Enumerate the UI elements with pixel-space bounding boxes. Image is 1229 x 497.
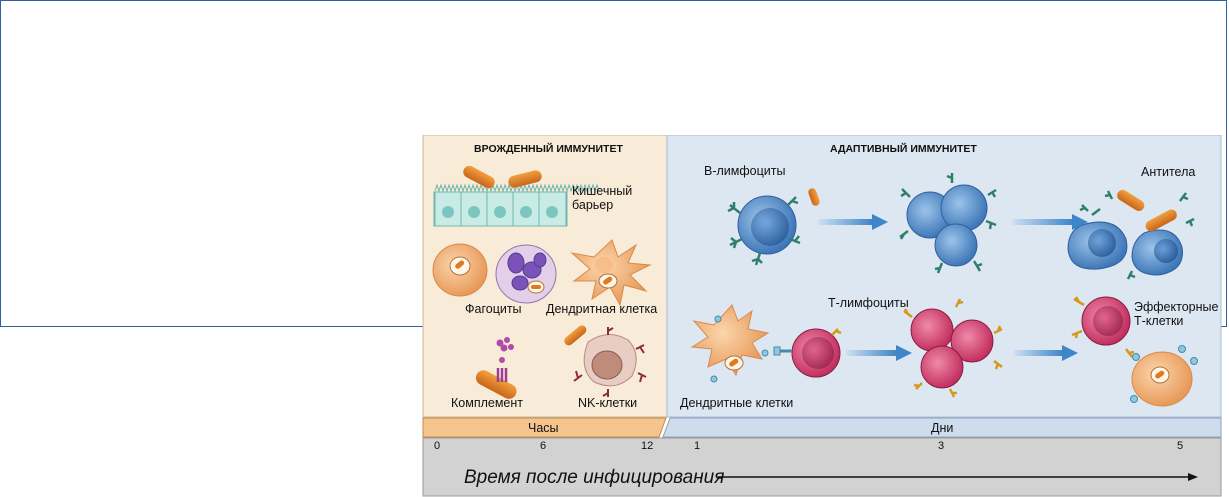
hours-band — [422, 417, 667, 438]
tick-days-3: 3 — [938, 440, 945, 452]
tick-hours-6: 6 — [540, 440, 547, 452]
b-lymphocyte-illustration — [727, 188, 820, 266]
tick-hours-0: 0 — [434, 440, 441, 452]
phagocytes-label: Фагоциты — [465, 302, 522, 316]
b-lymphocytes-label: В-лимфоциты — [704, 164, 786, 178]
tick-days-1: 1 — [694, 440, 701, 452]
days-band — [662, 417, 1222, 438]
adaptive-dendritic-cell-illustration — [690, 304, 770, 383]
effector-t-cell-illustration — [1071, 296, 1198, 407]
time-caption: Время после инфицирования — [464, 467, 725, 488]
figure-graphics — [422, 135, 1222, 497]
antibodies-label: Антитела — [1141, 165, 1196, 179]
tick-hours-12: 12 — [641, 440, 654, 452]
complement-label: Комплемент — [451, 396, 524, 410]
plasma-cell-illustration — [1067, 189, 1195, 280]
time-arrow-head — [1188, 473, 1198, 481]
b-cell-cluster-illustration — [899, 173, 997, 274]
nk-cells-label: NK-клетки — [578, 396, 638, 410]
complement-illustration — [475, 337, 517, 399]
gut-barrier-label: Кишечный барьер — [572, 184, 633, 213]
immunity-figure: ВРОЖДЕННЫЙ ИММУНИТЕТ Кишечный барьер Фаг… — [422, 135, 1229, 497]
nk-cell-illustration — [564, 325, 647, 397]
progression-arrows — [818, 214, 1088, 361]
innate-title: ВРОЖДЕННЫЙ ИММУНИТЕТ — [474, 143, 623, 155]
dendritic-cells-label: Дендритные клетки — [680, 396, 794, 410]
t-lymphocyte-illustration — [773, 328, 842, 378]
t-lymphocytes-label: Т-лимфоциты — [828, 296, 909, 310]
effector-t-cells-label: Эффекторные Т-клетки — [1134, 300, 1219, 329]
hours-label: Часы — [528, 421, 559, 435]
innate-dendritic-cell-illustration — [570, 239, 652, 307]
t-cell-cluster-illustration — [903, 298, 1003, 398]
gut-barrier-illustration — [433, 165, 600, 227]
phagocyte-illustration — [432, 243, 557, 304]
adaptive-title: АДАПТИВНЫЙ ИММУНИТЕТ — [830, 143, 977, 155]
days-label: Дни — [931, 421, 954, 435]
tick-days-5: 5 — [1177, 440, 1184, 452]
dendritic-cell-label: Дендритная клетка — [546, 302, 658, 316]
timeline-bar — [422, 437, 1222, 497]
